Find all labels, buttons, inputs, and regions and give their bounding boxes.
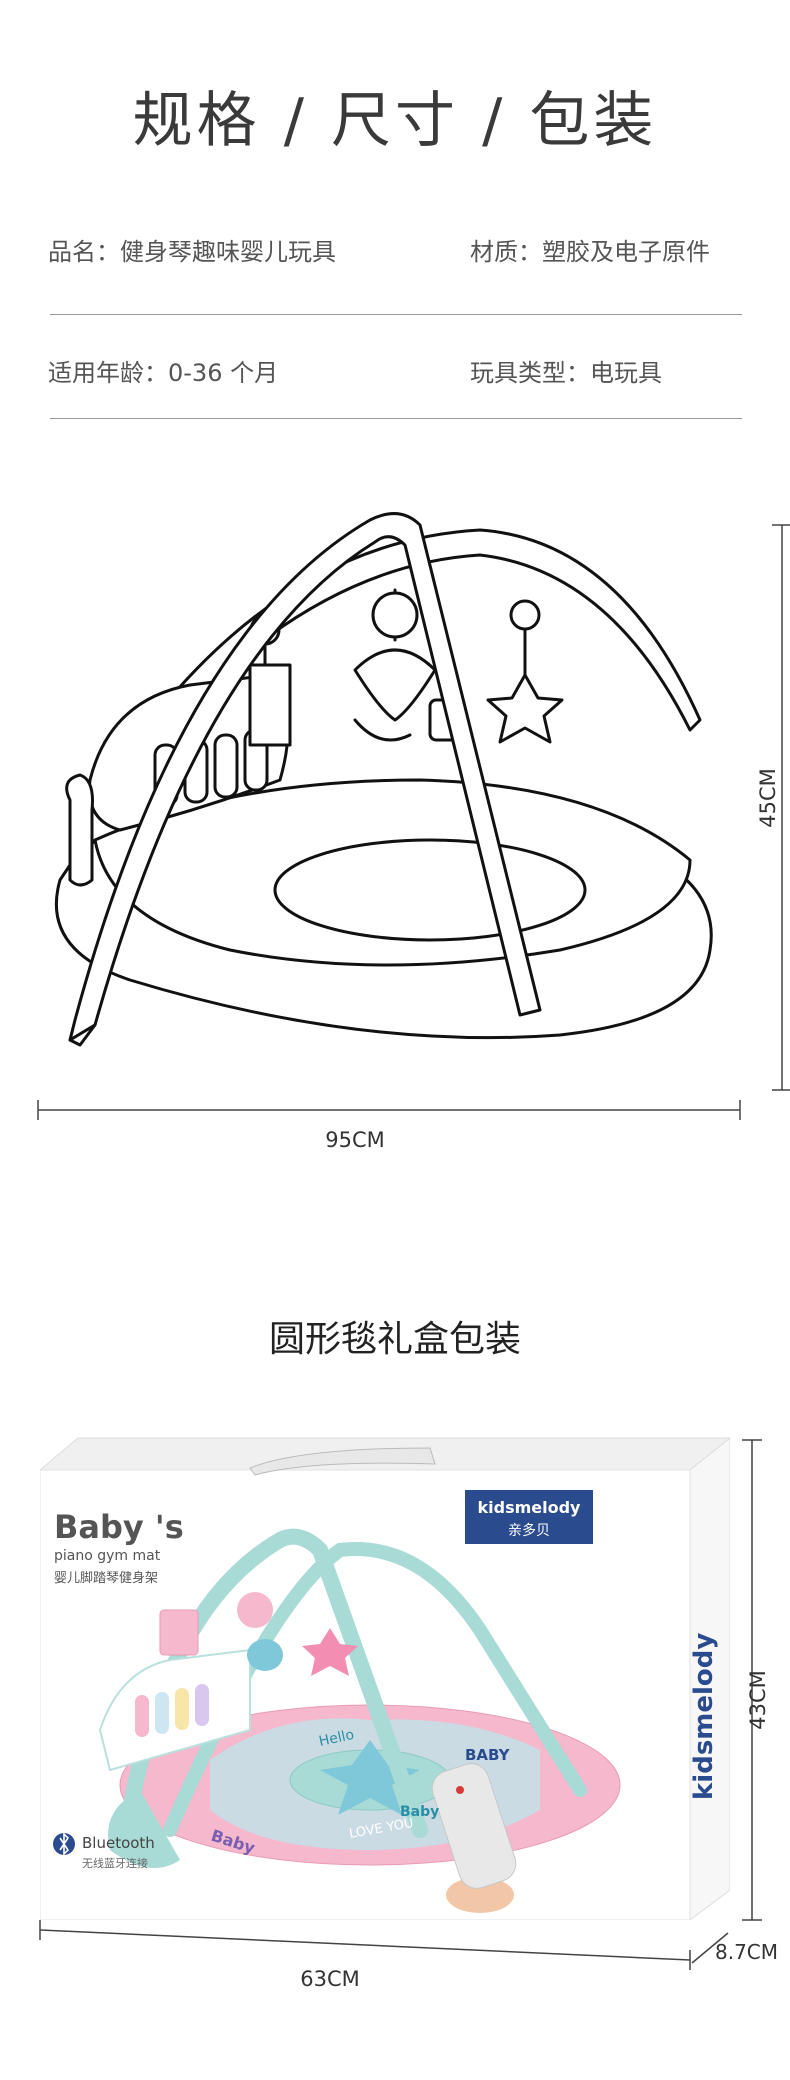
piano-key [213,733,239,799]
bluetooth-label-cn: 无线蓝牙连接 [82,1856,148,1870]
hanging-toy [371,591,419,639]
hanging-card [248,663,292,747]
mat-text: Hello [318,1727,356,1750]
divider [50,314,742,315]
hanging-bear [353,648,437,722]
box-dimension-lines [39,1439,762,1970]
packaging-title: 圆形毯礼盒包装 [268,1319,521,1360]
box-subheading: piano gym mat [54,1548,161,1564]
gift-box: kidsmelody kidsmelody 亲多贝 Baby 's piano … [40,1430,730,1920]
divider [50,418,742,419]
piano-handle [65,773,94,887]
remote-illustration [431,1763,517,1889]
brand-name: kidsmelody [478,1498,582,1517]
side-brand-text: kidsmelody [689,1633,719,1800]
mat-text: BABY [465,1746,511,1764]
product-height-label: 45CM [756,768,780,828]
spec-age: 适用年龄：0-36 个月 [48,359,279,387]
mat-center-circle [273,838,587,942]
spec-material: 材质：塑胶及电子原件 [470,238,710,266]
box-depth-label: 8.7CM [715,1940,779,1964]
box-height-label: 43CM [746,1670,770,1730]
box-width-label: 63CM [300,1967,360,1991]
back-arch-outline [158,528,702,732]
bluetooth-label: Bluetooth [82,1834,155,1852]
hanging-star [486,673,564,744]
spec-product-name: 品名：健身琴趣味婴儿玩具 [48,238,336,266]
spec-toy-type: 玩具类型：电玩具 [470,359,662,387]
box-cn-name: 婴儿脚踏琴健身架 [54,1570,158,1586]
box-heading: Baby 's [54,1508,184,1546]
hanging-ring [509,599,541,631]
mat-text: Baby [400,1804,439,1820]
product-width-label: 95CM [325,1128,385,1152]
front-arch [68,512,542,1042]
brand-badge [465,1490,593,1544]
product-line-drawing [37,512,790,1120]
page-title: 规格 / 尺寸 / 包装 [132,86,658,156]
brand-name-cn: 亲多贝 [508,1522,550,1539]
